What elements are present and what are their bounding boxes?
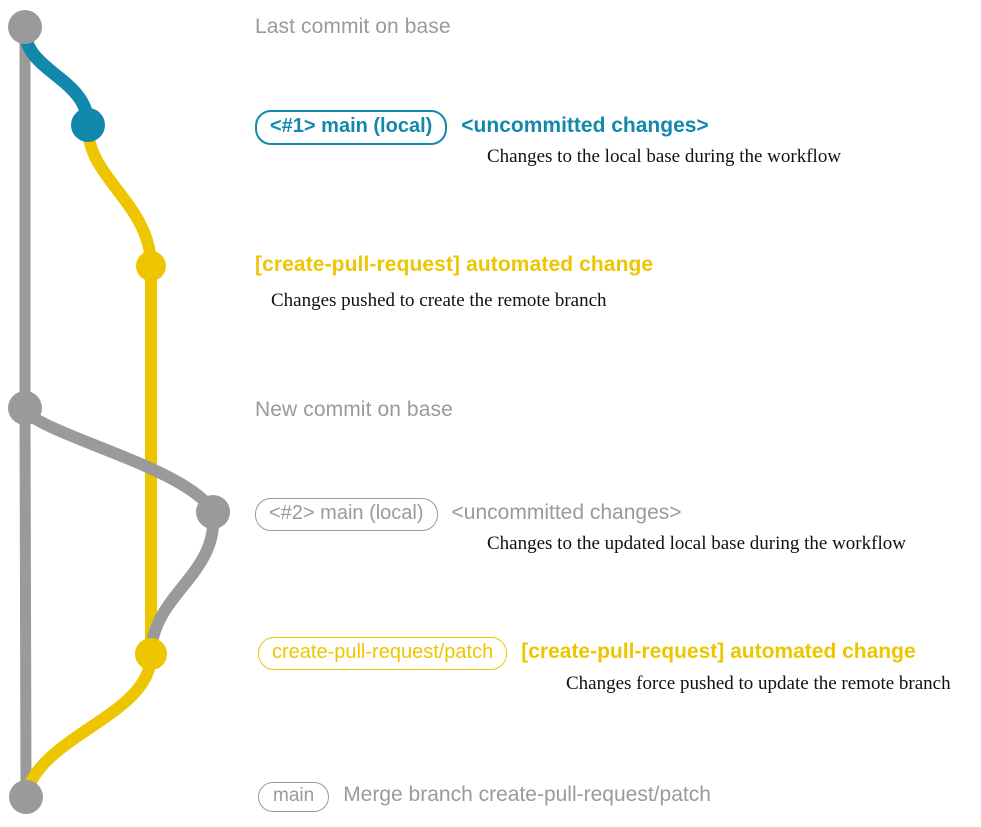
commit-description-automated-change-2: Changes force pushed to update the remot… <box>566 673 951 694</box>
edge-base-trunk-lower <box>19 402 32 803</box>
node-patch-commit-2[interactable] <box>135 638 167 670</box>
edge-patch2-to-merge <box>20 650 157 801</box>
commit-description-local-main-2: Changes to the updated local base during… <box>487 533 906 554</box>
edge-basenew-to-local2 <box>19 406 219 518</box>
commit-message-automated-change-1: [create-pull-request] automated change <box>255 253 654 276</box>
branch-pill-main[interactable]: main <box>258 782 330 812</box>
commit-message-merge: Merge branch create-pull-request/patch <box>343 783 711 806</box>
branch-pill-local-main-1[interactable]: <#1> main (local) <box>255 110 448 145</box>
row-automated-change-2: create-pull-request/patch [create-pull-r… <box>258 637 916 670</box>
node-local-commit-1[interactable] <box>71 108 105 142</box>
branch-pill-create-pull-request-patch[interactable]: create-pull-request/patch <box>258 637 508 670</box>
headline-last-commit-on-base: Last commit on base <box>255 15 451 38</box>
node-merge-commit[interactable] <box>9 780 43 814</box>
branch-pill-local-main-2[interactable]: <#2> main (local) <box>255 498 438 531</box>
row-local-main-1: <#1> main (local) <uncommitted changes> <box>255 110 709 145</box>
row-local-main-2: <#2> main (local) <uncommitted changes> <box>255 498 682 531</box>
headline-new-commit-on-base: New commit on base <box>255 398 453 421</box>
edge-local2-to-patch2 <box>145 508 220 660</box>
node-patch-commit-1[interactable] <box>136 251 166 281</box>
commit-message-local-main-1: <uncommitted changes> <box>461 114 709 137</box>
node-local-commit-2[interactable] <box>196 495 230 529</box>
commit-message-local-main-2: <uncommitted changes> <box>451 501 682 524</box>
edge-base-to-local1 <box>18 23 95 132</box>
commit-description-automated-change-1: Changes pushed to create the remote bran… <box>271 290 607 311</box>
node-base-top[interactable] <box>8 10 42 44</box>
node-base-new-commit[interactable] <box>8 391 42 425</box>
commit-message-automated-change-2: [create-pull-request] automated change <box>521 640 916 663</box>
edge-local1-to-patch1 <box>82 122 157 272</box>
row-merge-commit: main Merge branch create-pull-request/pa… <box>258 782 711 812</box>
commit-description-local-main-1: Changes to the local base during the wor… <box>487 146 842 167</box>
